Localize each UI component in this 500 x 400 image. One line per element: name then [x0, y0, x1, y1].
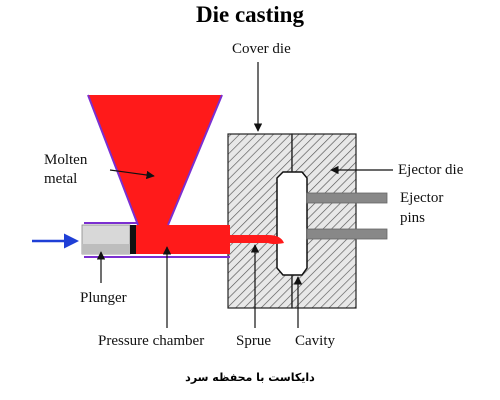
diagram-caption: دایکاست با محفظه سرد	[185, 371, 315, 384]
ejector-pin-upper	[306, 192, 388, 204]
leader-molten-metal	[109, 169, 155, 180]
molten-metal-hopper	[88, 95, 222, 225]
label-cover-die: Cover die	[232, 41, 291, 57]
plunger-rod-shade	[82, 244, 130, 254]
die-cavity	[276, 171, 308, 276]
label-molten-metal-line1: Molten	[44, 152, 88, 168]
label-ejector-pins-line1: Ejector	[400, 190, 443, 206]
hopper-outline	[87, 94, 223, 226]
label-ejector-die: Ejector die	[398, 162, 464, 178]
label-sprue: Sprue	[236, 333, 271, 349]
diagram-title: Die casting	[196, 2, 304, 27]
plunger-head	[130, 225, 136, 254]
label-molten-metal-line2: metal	[44, 171, 77, 187]
sprue	[228, 235, 284, 244]
label-cavity: Cavity	[295, 333, 335, 349]
ejector-pin-lower	[306, 228, 388, 240]
pressure-chamber	[136, 225, 230, 254]
label-plunger: Plunger	[80, 290, 127, 306]
label-ejector-pins-line2: pins	[400, 210, 425, 226]
label-pressure-chamber: Pressure chamber	[98, 333, 204, 349]
